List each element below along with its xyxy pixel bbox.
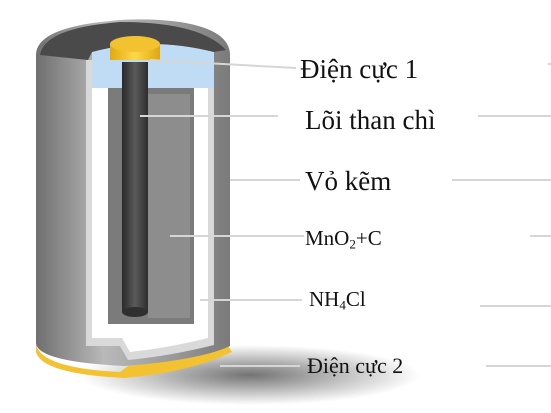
- graphite-rod: [122, 62, 148, 312]
- label-nh4cl-sub: 4: [339, 297, 346, 313]
- label-mno2-c: MnO2+C: [305, 226, 382, 252]
- label-mno2-tail: +C: [355, 226, 382, 250]
- label-nh4cl: NH4Cl: [309, 287, 366, 313]
- label-electrode-1: Điện cực 1: [300, 54, 419, 84]
- label-zinc-case: Vỏ kẽm: [305, 166, 392, 196]
- label-nh4cl-main: NH: [309, 287, 340, 311]
- leader-electrode-1: [149, 59, 297, 69]
- top-terminal-face: [110, 36, 160, 52]
- bottom-electrode-rim: [36, 344, 232, 378]
- label-mno2-sub: 2: [349, 236, 356, 252]
- label-mno2-main: MnO: [305, 226, 350, 250]
- label-nh4cl-tail: Cl: [345, 287, 366, 311]
- graphite-rod-end: [122, 307, 148, 317]
- leader-lines: [140, 59, 551, 367]
- label-graphite-core: Lõi than chì: [305, 105, 436, 135]
- mno2-inner-shade: [148, 94, 190, 318]
- label-electrode-2: Điện cực 2: [307, 353, 404, 378]
